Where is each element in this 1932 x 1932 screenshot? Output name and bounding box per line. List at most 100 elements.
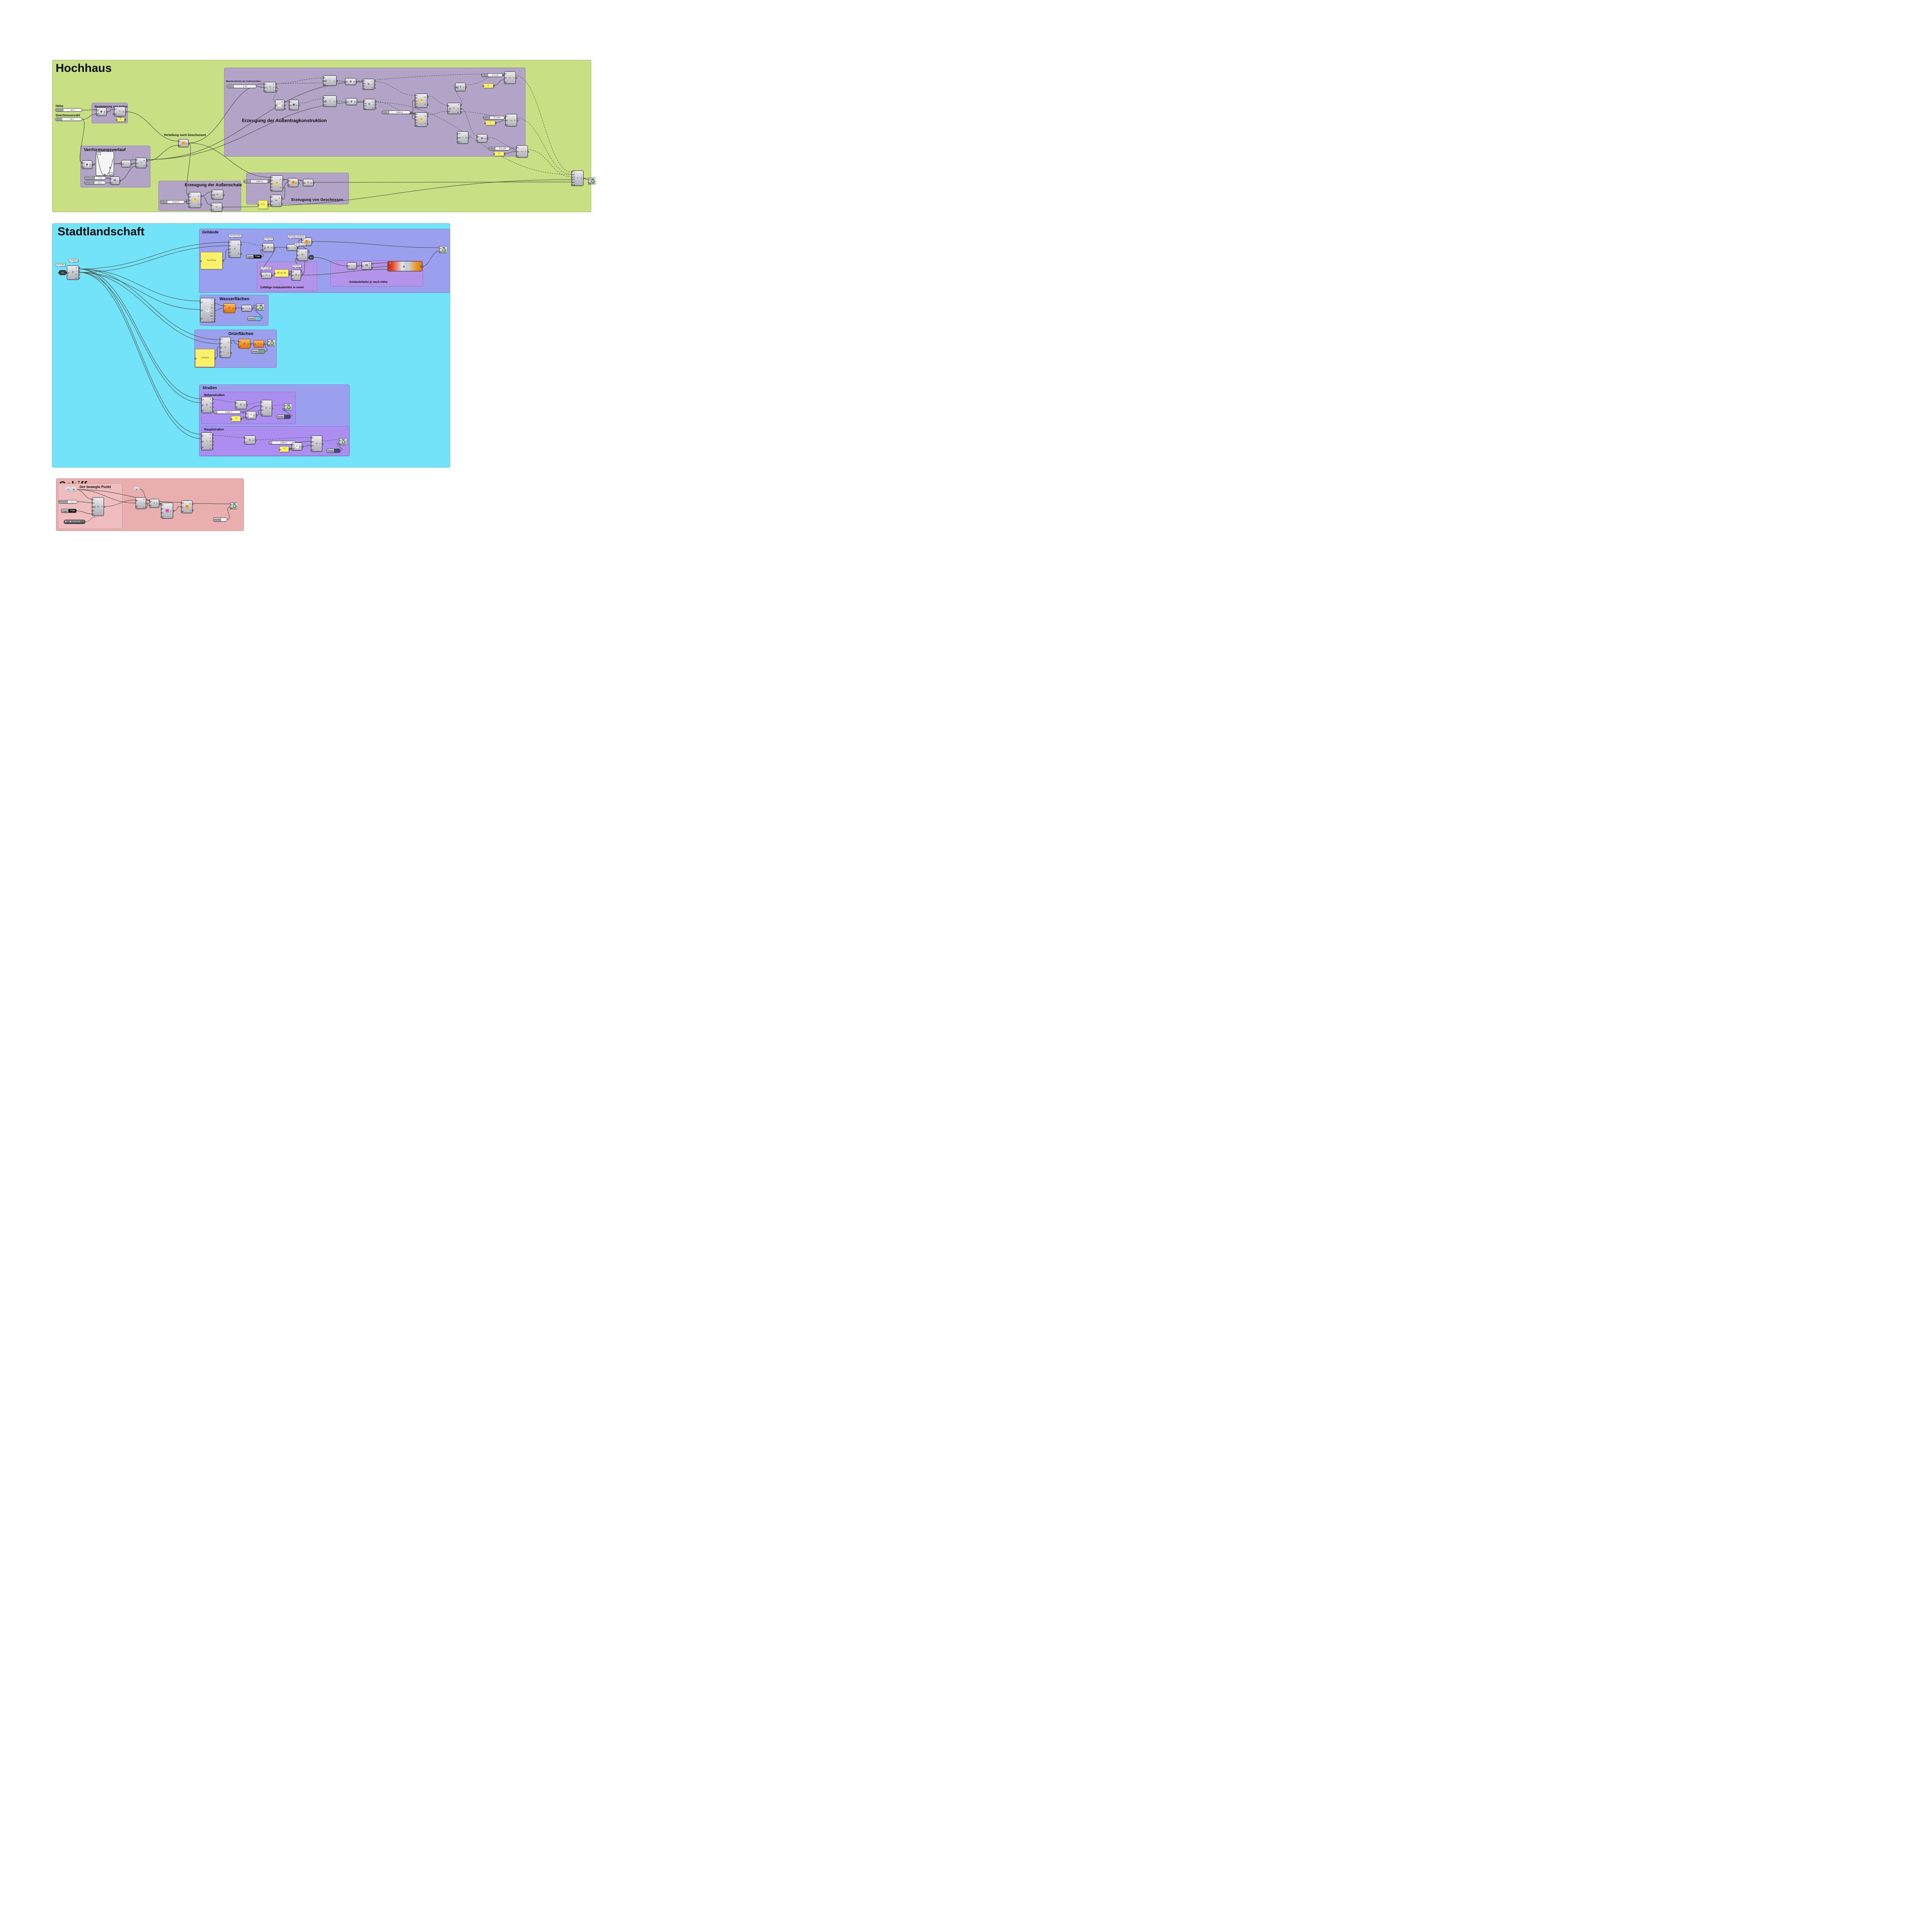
port-comp-mover-out-P[interactable] [103, 506, 105, 508]
port-comp-mover-in-R[interactable] [91, 514, 93, 515]
port-comp-shift-list-3-in-L[interactable] [211, 191, 213, 193]
port-comp-interpolate-1-out-D[interactable] [374, 87, 376, 89]
swatch-wasser-out[interactable] [260, 318, 261, 320]
port-comp-range-1-out-R[interactable] [106, 111, 108, 113]
port-comp-road-haupt-out-Sl[interactable] [212, 441, 214, 442]
port-comp-vector-xyz-1-in-Y[interactable] [270, 200, 272, 202]
panel-neg1-neben-in[interactable] [230, 418, 232, 420]
port-comp-bounds-2-in-N[interactable] [346, 265, 348, 267]
port-comp-genericosm-1-in-O[interactable] [228, 241, 230, 243]
port-comp-merge-6-in-D1[interactable] [571, 171, 573, 173]
port-comp-orient-in-A[interactable] [180, 506, 182, 508]
slider-count-track[interactable]: ◇ 10 [234, 85, 256, 88]
gradient-gebaeudefarbe-in-t[interactable] [387, 269, 389, 271]
slider-slider-count[interactable]: Count◇ 10 [227, 85, 257, 88]
timer-schiff[interactable]: ▶◔◉2 seconds [64, 520, 85, 524]
port-comp-mover-in-N[interactable] [91, 502, 93, 504]
port-comp-scale-nu-1-in-P[interactable] [414, 97, 416, 99]
port-comp-boundary-1-in-E[interactable] [286, 247, 288, 249]
port-comp-road-haupt-out-T[interactable] [212, 444, 214, 446]
port-comp-bounds-1-in-N[interactable] [121, 163, 122, 165]
hex-curve-param[interactable]: ∿@ [65, 487, 77, 492]
port-comp-range-1-in-N[interactable] [95, 113, 97, 115]
port-comp-water-out-Rb[interactable] [214, 307, 216, 309]
port-comp-scale-nu-1-out-X[interactable] [427, 104, 429, 105]
port-comp-pipe-2-in-R[interactable] [505, 120, 507, 121]
port-comp-shift-list-3-out-i[interactable] [223, 194, 224, 196]
port-comp-water-out-Ri[interactable] [214, 304, 216, 306]
port-comp-road-neben-in-O[interactable] [201, 399, 202, 401]
slider-a-nebenstrassen-track[interactable]: 2.865 ⊙ [217, 411, 240, 413]
port-comp-pipe-1-in-R[interactable] [503, 77, 505, 79]
port-comp-remap-numbers-in-T[interactable] [135, 166, 137, 168]
port-comp-polyline-5-out-Pl[interactable] [255, 439, 257, 441]
port-comp-multiply-1-in-B[interactable] [245, 417, 247, 418]
swatch-schiff-out[interactable] [226, 519, 227, 521]
panel-neg1-neben-out[interactable] [240, 418, 242, 420]
port-comp-water-out-D[interactable] [214, 318, 216, 320]
port-comp-curve-curve-out-P[interactable] [460, 104, 462, 106]
port-comp-multiply-1-in-A[interactable] [245, 413, 247, 415]
port-comp-dispatch-in-S[interactable] [288, 101, 290, 103]
toggle-gebaeude-out[interactable] [261, 256, 262, 258]
port-comp-remap-numbers-out-C[interactable] [146, 165, 148, 167]
port-comp-scale-nu-2-out-X[interactable] [427, 122, 429, 124]
port-comp-random-in-R[interactable] [291, 271, 293, 273]
port-comp-multiply-2-out-R[interactable] [301, 446, 303, 448]
port-comp-perp-frames-out-C[interactable] [284, 108, 286, 110]
port-comp-scale-nu-2-in-X[interactable] [414, 119, 416, 121]
port-comp-construct-point-out-P[interactable] [125, 111, 127, 113]
comp-shift-list-3-graft-button[interactable]: ↑ [213, 194, 215, 196]
slider-a-hauptstrassen-track[interactable]: 4.525 ⊙ [272, 441, 295, 444]
panel-neg1-haupt[interactable]: -1 [279, 446, 290, 452]
slider-slider-ptsnumber[interactable]: PtsNumber◇ 1 [58, 500, 77, 503]
port-comp-shift-list-3-in-i[interactable] [211, 194, 213, 196]
port-comp-pipe-1-in-E[interactable] [503, 81, 505, 83]
port-comp-interpolate-1-out-L[interactable] [374, 84, 376, 85]
port-comp-interpolate-2-out-C[interactable] [374, 100, 376, 102]
swatch-neben-out[interactable] [290, 417, 291, 418]
gradient-gebaeudefarbe-in-L0[interactable] [387, 262, 389, 264]
slider-hoehe-track[interactable]: 64 ◇ [63, 109, 82, 111]
timer-icon-0[interactable]: ▶ [65, 520, 67, 523]
port-comp-genericosm-2-in-V[interactable] [219, 351, 221, 353]
port-comp-scale-nu-3-in-Y[interactable] [188, 202, 190, 204]
port-comp-construct-domain-in-B[interactable] [109, 182, 111, 184]
port-comp-scale-nu-1-out-G[interactable] [427, 97, 429, 99]
port-comp-shift-list-2-in-S[interactable] [322, 100, 324, 102]
port-comp-range-2-out-R[interactable] [92, 164, 94, 166]
port-comp-road-neben-in-C[interactable] [201, 410, 202, 412]
port-comp-deconstruct-domain-in-I[interactable] [361, 265, 363, 267]
port-comp-shatter-out-S[interactable] [486, 138, 488, 139]
port-comp-water-out-L[interactable] [214, 301, 216, 303]
hex-file-path[interactable]: C:/ [58, 270, 67, 275]
port-comp-range-1-in-D[interactable] [95, 109, 97, 111]
port-comp-scale-nu-1-in-X[interactable] [414, 100, 416, 102]
slider-geschossanzahl-track[interactable]: 28 ◇ [62, 118, 82, 121]
slider-domain-start-track[interactable]: ◇ 5 [95, 177, 105, 179]
port-preview-haupt-in-G[interactable] [339, 439, 340, 441]
graph-mapper-grip-2[interactable] [109, 167, 111, 169]
port-comp-circle-out-C[interactable] [188, 143, 190, 145]
port-comp-extrude-1-out-E[interactable] [298, 182, 299, 184]
port-comp-vector-xyz-2-out-V[interactable] [307, 251, 309, 253]
port-comp-mover-in-S[interactable] [91, 510, 93, 512]
port-comp-cap-holes-out-B[interactable] [313, 182, 315, 184]
